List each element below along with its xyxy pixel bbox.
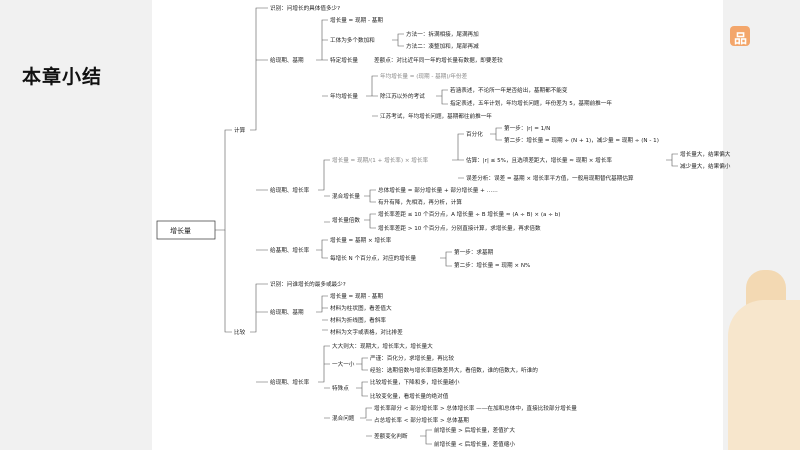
node-gr-err: 误差分析：误差 = 基期 × 增长率平方值，一般用现期替代基期估算 — [466, 174, 634, 182]
node-gr-estimate: 估算：|r| ≤ 5%，且选项差距大，增长量 ≈ 现期 × 增长率 — [466, 156, 612, 164]
edge-cgr-r3 — [420, 429, 432, 445]
node-gr-pct: 百分化 — [466, 130, 483, 138]
node-gb-annual-formula: 年均增长量 = (现期 - 基期)/年份差 — [380, 72, 468, 80]
node-gr-inc: 增长量大，结果偏大 — [680, 150, 731, 158]
edge-gb-multi — [392, 33, 404, 47]
node-cmp-given-rate: 给现期、增长率 — [270, 378, 310, 386]
edge-cmp-given-rate — [318, 345, 330, 419]
node-gr-mx1: 总体增长量 = 部分增长量 + 部分增长量 + …… — [378, 186, 498, 194]
node-cgr-r2: 占总增长率 < 部分增长率 > 总体基期 — [374, 416, 469, 424]
node-cgb-t1: 材料为柱状图，看差值大 — [330, 304, 392, 312]
node-calc-question: 识别：问增长的具体值多少? — [270, 4, 340, 12]
node-gr-formula: 增长量 = 现期/(1 + 增长率) × 增长率 — [332, 156, 428, 164]
node-cgr-o2: 经验：选期倍数与增长率倍数差异大，看倍数，谁的倍数大，听谁的 — [370, 366, 538, 374]
edge-calc-children — [250, 7, 268, 251]
node-gb-formula: 增长量 = 现期 - 基期 — [330, 16, 383, 24]
node-cgb-f: 增长量 = 现期 - 基期 — [330, 292, 383, 300]
edge-calc-given-base-rate — [316, 239, 328, 259]
node-cgr-r3b: 前增长量 < 后增长量，差值缩小 — [434, 440, 515, 448]
edge-gbr-nth — [440, 251, 452, 267]
node-calc: 计算 — [234, 126, 246, 134]
node-gr-mx2: 有升有降，先相消，再分析，计算 — [378, 198, 462, 206]
edge-gr-pct — [490, 127, 502, 141]
logo-glyph: 品 — [734, 32, 748, 47]
node-gr-c1: 增长率差距 ≤ 10 个百分点，A 增长量 ÷ B 增长量 ≈ (A ÷ B) … — [378, 210, 560, 218]
edge-gb-annual — [366, 75, 378, 117]
edge-calc-given-rate — [318, 159, 330, 223]
node-gr-compare: 增长量倍数 — [332, 216, 360, 224]
node-compare: 比较 — [234, 328, 246, 336]
edge-cgr-one — [356, 357, 368, 371]
node-calc-given-rate: 给现期、增长率 — [270, 186, 310, 194]
node-gr-s2: 第二步：增长量 = 现期 ÷ (N + 1)，减少量 = 现期 ÷ (N - 1… — [504, 136, 659, 144]
node-compare-question: 识别：问谁增长的最多或最少? — [270, 280, 346, 288]
logo-icon — [730, 26, 750, 46]
node-gbr-f: 增长量 = 基期 × 增长率 — [330, 236, 392, 244]
node-gb-except: 除江苏以外的考试 — [380, 92, 425, 100]
root-node: 增长量 — [170, 226, 191, 235]
left-margin — [0, 0, 152, 450]
node-gr-c2: 增长率差距 > 10 个百分点，分别直接计算，求增长量，再求倍数 — [378, 224, 541, 232]
node-gb-e2: 指定表述，五年计划，年均增长问题，年份差为 5，基期前推一年 — [450, 99, 612, 107]
node-cgr-r3a: 前增长量 > 后增长量，差值扩大 — [434, 426, 515, 434]
node-gr-mixed: 混合增长量 — [332, 192, 360, 200]
edge-gr-estimate — [666, 153, 678, 167]
node-cgr-r1: 增长率部分 < 部分增长率 > 总体增长率 ——在加和总体中，直接比较部分增长量 — [374, 404, 577, 412]
node-cgr-sp2: 比较变化量，看增长量的绝对值 — [370, 392, 449, 400]
hand-illustration — [728, 300, 800, 450]
node-cgb-t2: 材料为折线图，看斜率 — [330, 316, 386, 324]
edge-cmp-given-base — [316, 295, 328, 331]
node-gb-e1: 若涵表述，不论所一年是否给出，基期都不能变 — [450, 86, 568, 94]
node-gb-annual: 年均增长量 — [330, 92, 358, 100]
node-gbr-n1: 第一步：求基期 — [454, 248, 494, 256]
node-cgr-one: 一大一小 — [332, 360, 355, 368]
node-cgr-ratio: 混合问题 — [332, 414, 355, 422]
edge-root-calc — [215, 129, 232, 231]
node-gb-special-text: 差额点：对比近年同一年的增长量有数据，即要差较 — [374, 56, 503, 64]
node-cgr-o1: 严谨：百化分，求增长量，再比较 — [370, 354, 454, 362]
node-calc-given-base: 给现期、基期 — [270, 56, 304, 64]
node-cgr-sp1: 比较增长量，下降和多，增长量越小 — [370, 378, 460, 386]
node-gr-dec: 减少量大，结果偏小 — [680, 162, 731, 170]
chapter-title: 本章小结 — [22, 66, 103, 88]
edge-gr-formula — [452, 133, 464, 179]
node-gr-s1: 第一步：|r| = 1/N — [504, 124, 550, 132]
node-gb-m1: 方法一：拆满相接，尾满再加 — [406, 30, 479, 38]
node-gbr-nth: 每增长 N 个百分点，对应的增长量 — [330, 254, 416, 262]
node-cgr-special: 特殊点 — [332, 384, 349, 392]
node-cgr-big: 大大则大：现期大，增长率大，增长量大 — [332, 342, 433, 350]
mindmap-page — [152, 0, 723, 450]
edge-gb-except — [436, 89, 448, 105]
node-cgb-t3: 材料为文字或表格，对比排差 — [330, 328, 403, 336]
node-calc-given-base-rate: 给基期、增长率 — [270, 246, 310, 254]
edge-root-compare — [224, 230, 232, 333]
node-gb-js: 江苏考试，年均增长问题，基期都往前推一年 — [380, 112, 492, 120]
node-gb-special: 特定增长量 — [330, 56, 358, 64]
edge-compare-children — [250, 283, 268, 383]
node-gb-multi: 工体为多个数加和 — [330, 36, 375, 44]
node-gbr-n2: 第二步：增长量 = 现期 × N% — [454, 261, 530, 269]
node-gb-m2: 方法二：凑整加和，尾部再减 — [406, 42, 479, 50]
node-cgr-r3: 差额变化判断 — [374, 432, 408, 440]
edge-gr-mixed — [364, 189, 376, 203]
edge-calc-given-base — [316, 19, 328, 97]
edge-cgr-special — [356, 381, 368, 397]
node-cmp-given-base: 给现期、基期 — [270, 308, 304, 316]
edge-cgr-ratio — [360, 407, 372, 437]
edge-gr-compare — [364, 213, 376, 229]
